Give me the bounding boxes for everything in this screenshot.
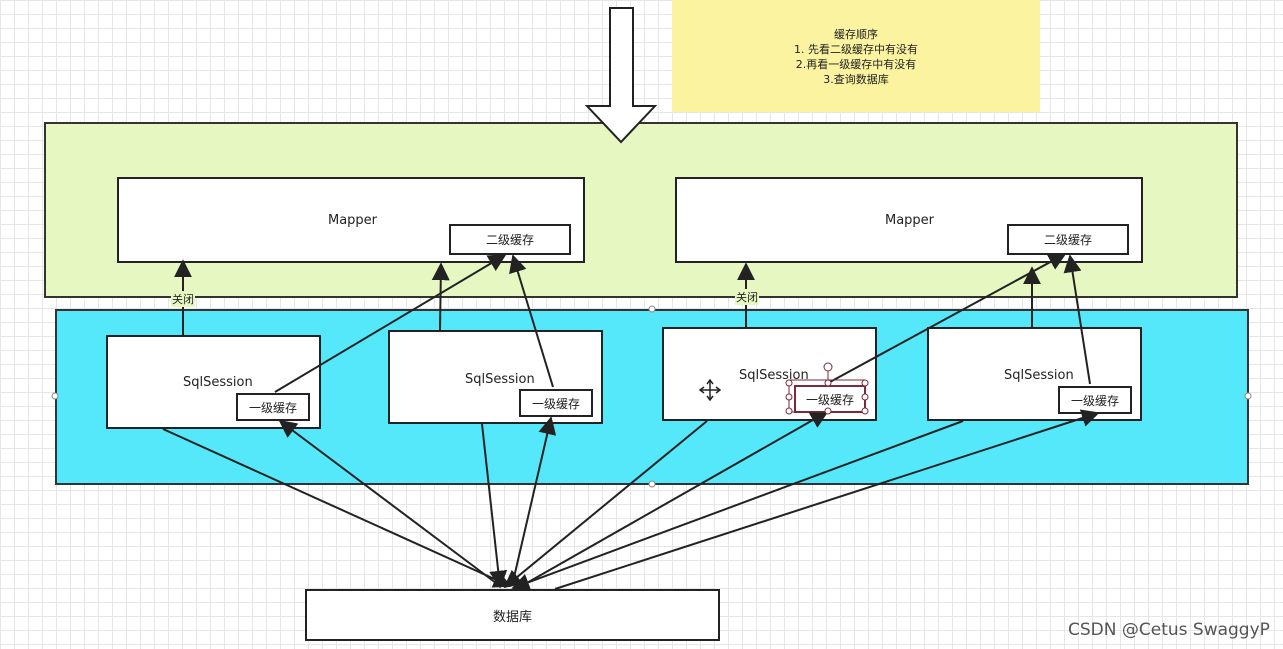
- close-label-right: 关闭: [735, 289, 759, 305]
- mapper-box-left[interactable]: Mapper 二级缓存: [117, 177, 585, 263]
- arrow-db-to-cache1[interactable]: [278, 419, 501, 587]
- arrow-session2-to-mapper-left[interactable]: [431, 262, 450, 331]
- session-database-arrows: [162, 409, 1100, 591]
- second-level-cache-box[interactable]: 二级缓存: [449, 224, 571, 255]
- note-line-4: 3.查询数据库: [823, 73, 889, 86]
- first-level-cache-label: 一级缓存: [248, 400, 297, 415]
- note-line-3: 2.再看一级缓存中有没有: [795, 58, 917, 71]
- sqlsession-box-1[interactable]: SqlSession 一级缓存: [106, 335, 321, 429]
- first-level-cache-box[interactable]: 一级缓存: [236, 393, 310, 421]
- sqlsession-title: SqlSession: [183, 375, 253, 390]
- sqlsession-title: SqlSession: [465, 372, 535, 387]
- sqlsession-title: SqlSession: [739, 368, 809, 383]
- cache-order-note[interactable]: 缓存顺序 1. 先看二级缓存中有没有 2.再看一级缓存中有没有 3.查询数据库: [672, 0, 1040, 112]
- session-to-mapper-arrows: [174, 253, 1091, 393]
- second-level-cache-label: 二级缓存: [1043, 233, 1092, 247]
- mapper-title: Mapper: [885, 213, 935, 228]
- arrow-l2-right-to-session4[interactable]: [1063, 254, 1091, 385]
- first-level-cache-label: 一级缓存: [531, 396, 580, 411]
- arrow-l2-left-to-session2[interactable]: [509, 254, 554, 388]
- first-level-cache-box-selected[interactable]: 一级缓存: [794, 385, 866, 413]
- sqlsession-box-3[interactable]: SqlSession 一级缓存: [662, 327, 877, 421]
- second-level-cache-box[interactable]: 二级缓存: [1007, 224, 1129, 255]
- move-cursor-icon: [698, 378, 722, 402]
- arrow-session3-to-db[interactable]: [503, 420, 708, 589]
- first-level-cache-label: 一级缓存: [805, 392, 854, 407]
- note-line-1: 缓存顺序: [834, 28, 878, 41]
- arrow-cache3-to-l2-right[interactable]: [829, 253, 1067, 383]
- watermark: CSDN @Cetus SwaggyP: [1068, 620, 1270, 640]
- arrow-cache1-to-l2-left[interactable]: [274, 254, 507, 393]
- first-level-cache-box[interactable]: 一级缓存: [519, 389, 593, 417]
- sqlsession-box-4[interactable]: SqlSession 一级缓存: [927, 327, 1142, 421]
- first-level-cache-label: 一级缓存: [1070, 393, 1119, 408]
- arrow-db-to-cache2[interactable]: [511, 416, 557, 587]
- arrow-session4-to-db[interactable]: [511, 420, 964, 591]
- mapper-box-right[interactable]: Mapper 二级缓存: [675, 177, 1143, 263]
- arrow-db-to-cache4[interactable]: [554, 409, 1100, 590]
- sqlsession-box-2[interactable]: SqlSession 一级缓存: [388, 330, 603, 424]
- note-line-2: 1. 先看二级缓存中有没有: [794, 43, 918, 56]
- arrow-session1-to-db[interactable]: [162, 428, 512, 588]
- arrow-session2-to-db[interactable]: [481, 423, 508, 589]
- big-down-arrow[interactable]: [584, 7, 658, 144]
- arrow-db-to-cache3[interactable]: [517, 411, 829, 589]
- sqlsession-title: SqlSession: [1004, 368, 1074, 383]
- mapper-title: Mapper: [328, 213, 378, 228]
- second-level-cache-label: 二级缓存: [485, 233, 534, 247]
- database-label: 数据库: [492, 609, 532, 625]
- close-label-left: 关闭: [171, 291, 195, 307]
- region-connection-points[interactable]: [51, 305, 1252, 488]
- selection-handles[interactable]: [785, 362, 869, 415]
